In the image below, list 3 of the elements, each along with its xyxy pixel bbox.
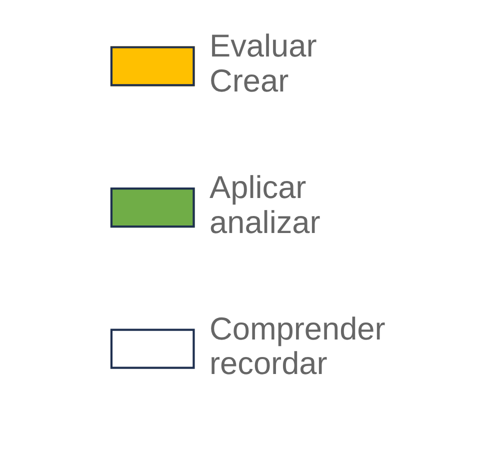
legend-label: Comprender recordar	[210, 310, 386, 382]
legend-label: Aplicar analizar	[210, 169, 320, 240]
legend-label: Evaluar Crear	[210, 28, 317, 99]
